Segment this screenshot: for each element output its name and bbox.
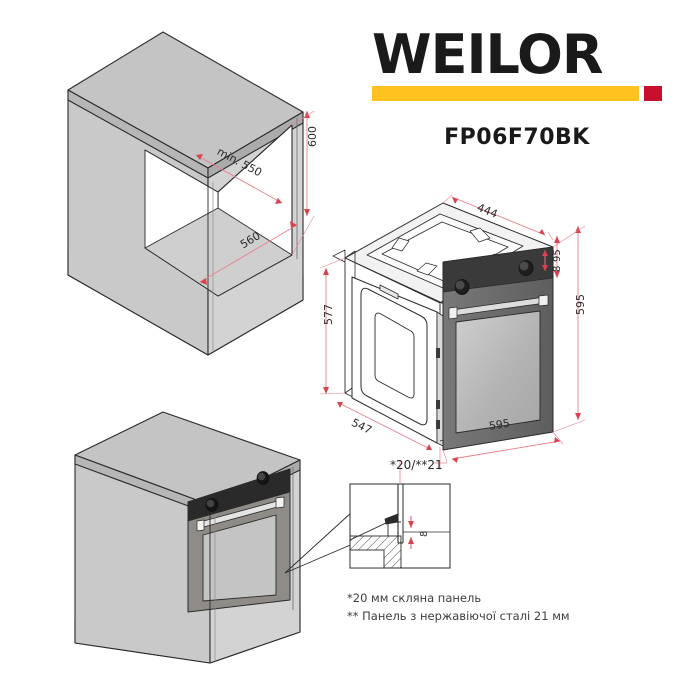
oven-door-glass [455, 310, 541, 434]
oven-dimension-lines [319, 194, 586, 470]
brand-name: WEILOR [372, 23, 604, 86]
footnotes: *20 мм скляна панель ** Панель з нержаві… [347, 590, 570, 626]
dim-oven-panel-thickness: 8 [552, 265, 563, 272]
niche-worktop-edge-right [207, 111, 304, 179]
brand-bar-yellow [372, 86, 639, 101]
dim-oven-body-height: 577 [322, 304, 335, 325]
dim-niche-height: 600 [306, 126, 319, 147]
brand-bar-red [644, 86, 662, 101]
installed-oven-front [187, 468, 291, 613]
brand-accent-bars [372, 86, 662, 101]
cabinet-with-oven-installed-isometric [74, 411, 301, 664]
cabinet-niche-dimension-lines [195, 110, 315, 285]
dim-oven-front-height-upper: 95 [552, 249, 563, 262]
brand-logo: WEILOR [372, 28, 662, 101]
footnote-steel-panel: ** Панель з нержавіючої сталі 21 мм [347, 608, 570, 623]
oven-isometric-open-door [332, 202, 554, 451]
oven-door-inner-handle [379, 284, 399, 300]
cabinet-niche-isometric [67, 31, 304, 356]
model-code: FP06F70BK [444, 125, 590, 150]
dim-clearance-gap: 8 [419, 530, 430, 537]
detail-cabinet-void [349, 549, 385, 569]
niche-cavity-top-edge [144, 124, 293, 193]
footnote-glass-panel: *20 мм скляна панель [347, 591, 482, 605]
detail-door-lip [384, 513, 399, 525]
oven-front-panel [442, 246, 554, 451]
dim-oven-door-thickness: *20/**21 [390, 458, 443, 472]
dim-oven-front-height: 595 [574, 294, 587, 315]
detail-leader-line [284, 511, 356, 574]
door-worktop-clearance-detail [349, 460, 451, 569]
installed-oven-glass [202, 514, 277, 602]
